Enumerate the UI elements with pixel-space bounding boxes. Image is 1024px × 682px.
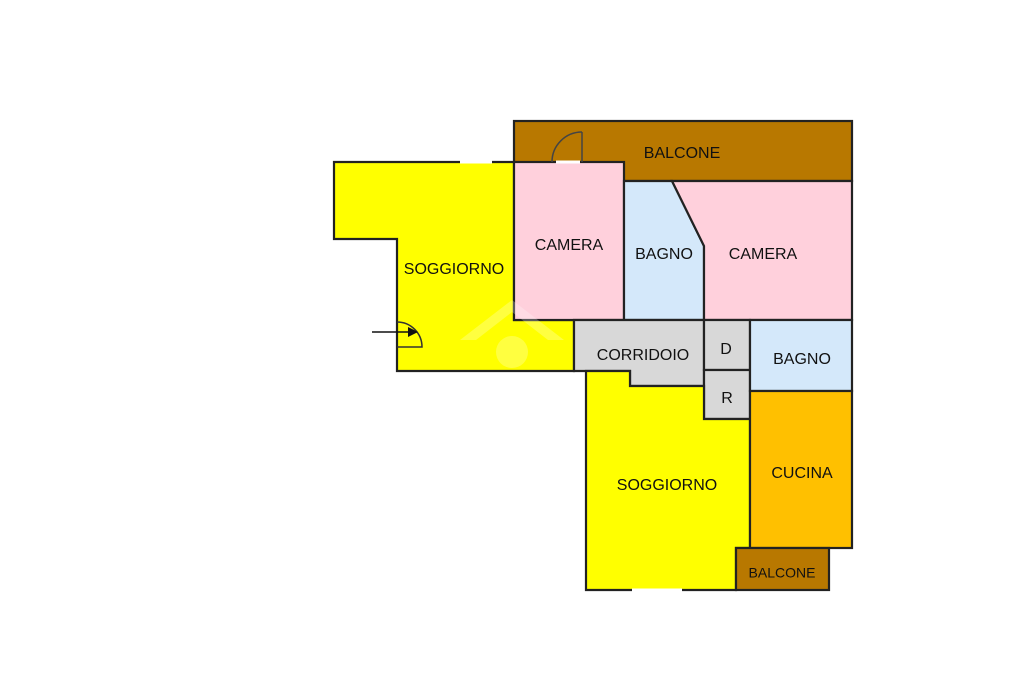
camera-1-label: CAMERA	[535, 237, 604, 254]
watermark-logo	[460, 300, 564, 368]
r-label: R	[721, 390, 733, 407]
wall-openings	[460, 160, 682, 592]
balcone-bottom-label: BALCONE	[749, 565, 816, 581]
soggiorno-1-label: SOGGIORNO	[404, 261, 504, 278]
entrance-door-icon	[396, 321, 423, 348]
corridoio-label: CORRIDOIO	[597, 347, 689, 364]
balcone-door-icon	[551, 131, 583, 163]
bagno-2-label: BAGNO	[773, 351, 831, 368]
bagno-2-room	[748, 318, 854, 393]
cucina-label: CUCINA	[771, 465, 833, 482]
entrance-arrow-icon	[372, 327, 418, 337]
balcone-bottom-room	[734, 546, 831, 592]
camera-2-label: CAMERA	[729, 246, 798, 263]
balcone-top-label: BALCONE	[644, 145, 720, 162]
soggiorno-2-label: SOGGIORNO	[617, 477, 717, 494]
d-label: D	[720, 341, 732, 358]
bagno-1-label: BAGNO	[635, 246, 693, 263]
